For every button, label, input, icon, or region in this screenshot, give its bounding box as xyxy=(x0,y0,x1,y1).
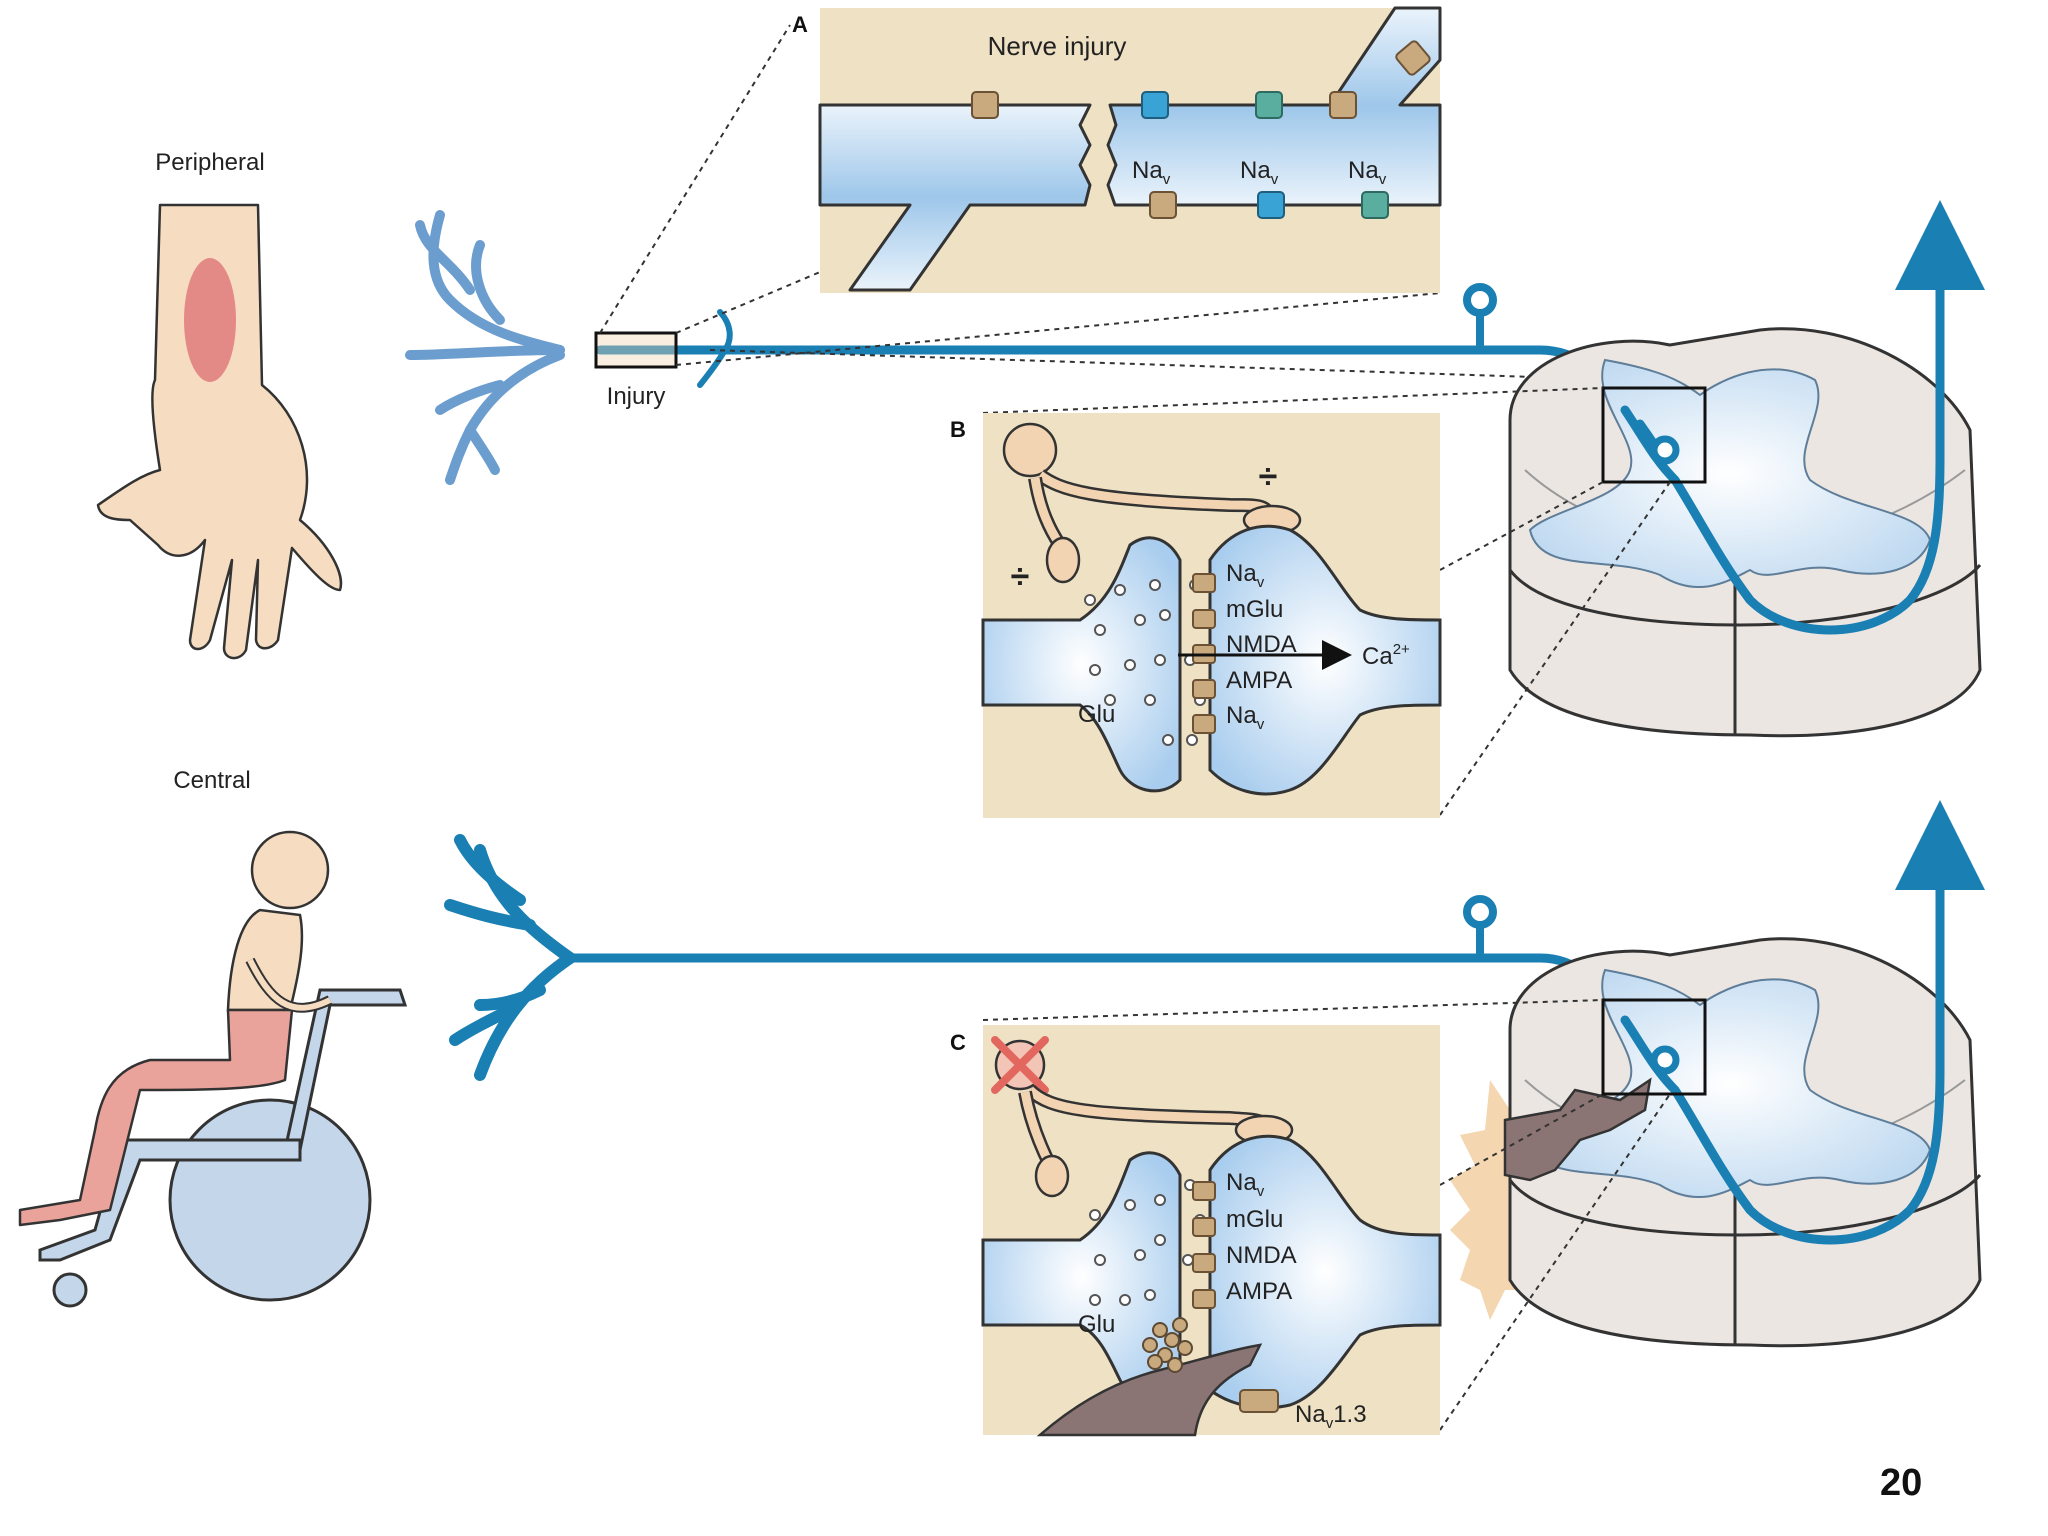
panel-a-letter: A xyxy=(792,12,808,37)
peripheral-nerve-endings xyxy=(405,210,565,485)
b-inhibit-symbol-1: ÷ xyxy=(1259,458,1278,496)
nav-label-1: Nav xyxy=(1132,157,1171,188)
zoom-lines-b xyxy=(982,387,1671,816)
panel-a-title: Nerve injury xyxy=(988,31,1127,61)
peripheral-axon xyxy=(595,283,1645,425)
b-mglu-label: mGlu xyxy=(1226,596,1283,623)
peripheral-label: Peripheral xyxy=(155,149,264,176)
panel-c: C xyxy=(950,1025,1442,1437)
cell-body-top xyxy=(1463,283,1497,317)
panel-c-letter: C xyxy=(950,1030,966,1055)
spinal-cord-top xyxy=(1508,200,1985,738)
cell-body-bottom xyxy=(1463,895,1497,929)
zoom-lines-c xyxy=(982,999,1671,1431)
central-nerve-endings xyxy=(444,834,576,1081)
c-mglu-label: mGlu xyxy=(1226,1206,1283,1233)
injury-box xyxy=(594,331,678,369)
c-ampa-label: AMPA xyxy=(1226,1278,1292,1305)
b-inhibit-symbol-2: ÷ xyxy=(1011,558,1030,596)
b-nmda-label: NMDA xyxy=(1226,631,1297,658)
nav-label-3: Nav xyxy=(1348,157,1387,188)
ion-channels xyxy=(971,40,1431,219)
spinal-cord-bottom xyxy=(1450,800,1985,1348)
c-glu-label: Glu xyxy=(1078,1311,1115,1338)
b-glu-label: Glu xyxy=(1078,701,1115,728)
b-ampa-label: AMPA xyxy=(1226,667,1292,694)
injury-label: Injury xyxy=(607,383,666,410)
zoom-box-c xyxy=(1601,998,1707,1096)
page-number: 20 xyxy=(1880,1462,1923,1504)
dorsal-horn-neuron-bottom xyxy=(1650,1045,1680,1075)
cord-lesion xyxy=(1503,1077,1652,1182)
forearm-hand-figure xyxy=(96,203,343,660)
panel-a: A Nerve injury Nav Nav Nav xyxy=(792,6,1442,293)
central-axon xyxy=(565,895,1645,1035)
nav-label-2: Nav xyxy=(1240,157,1279,188)
ca-label: Ca2+ xyxy=(1362,641,1410,670)
central-label: Central xyxy=(173,767,250,794)
c-nav13-label: Nav1.3 xyxy=(1295,1401,1367,1432)
b-nav-label-2: Nav xyxy=(1226,702,1265,733)
c-nav-label: Nav xyxy=(1226,1169,1265,1200)
dorsal-horn-neuron-top xyxy=(1650,435,1680,465)
b-nav-label-1: Nav xyxy=(1226,560,1265,591)
zoom-box-b xyxy=(1601,386,1707,484)
panel-b-letter: B xyxy=(950,417,966,442)
wheelchair-figure xyxy=(18,830,408,1308)
panel-b: B Ca2+ xyxy=(950,413,1442,818)
axon-segment-left xyxy=(818,103,1092,292)
zoom-lines-a xyxy=(599,24,1626,381)
pain-area xyxy=(184,258,236,382)
c-nmda-label: NMDA xyxy=(1226,1242,1297,1269)
